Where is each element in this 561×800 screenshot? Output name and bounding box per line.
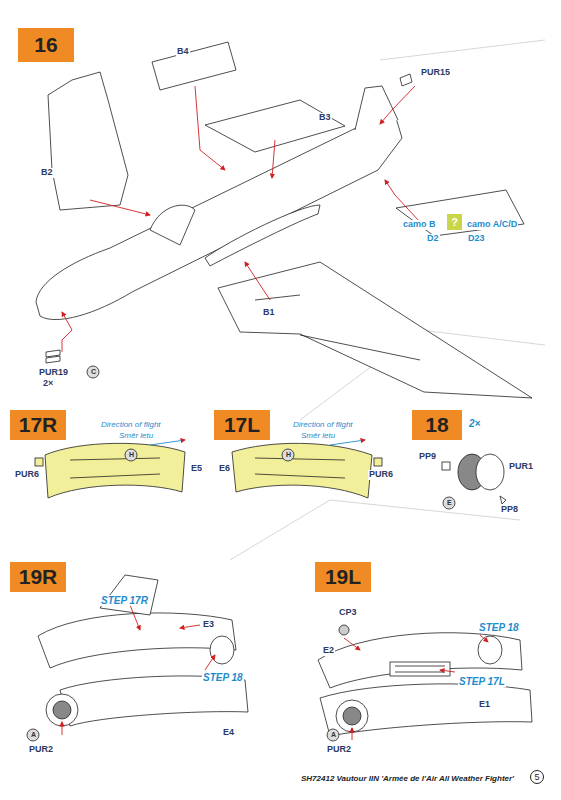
glue-letter: H — [285, 451, 292, 459]
part-number: PP8 — [500, 505, 519, 515]
step-number: 18 — [412, 410, 462, 440]
part-number: B2 — [40, 168, 54, 178]
part-number: PUR1 — [508, 462, 534, 472]
part-number: PUR2 — [326, 745, 352, 755]
page-number: 5 — [530, 770, 544, 784]
step-reference: STEP 18 — [202, 672, 244, 683]
part-number: PUR6 — [14, 470, 40, 480]
glue-letter: E — [446, 499, 453, 507]
part-number: E2 — [322, 646, 335, 656]
camo-note: D23 — [467, 234, 486, 244]
node-text: 16 — [34, 33, 57, 57]
glue-letter: H — [128, 451, 135, 459]
part-number: PP9 — [418, 452, 437, 462]
direction-note: Směr letu — [300, 432, 336, 441]
direction-note: Směr letu — [118, 432, 154, 441]
step-number: 17R — [10, 410, 66, 440]
step-reference: STEP 17L — [458, 676, 506, 687]
camo-note: D2 — [426, 234, 440, 244]
node-text: 5 — [534, 772, 539, 782]
part-number: B1 — [262, 308, 276, 318]
part-number: E3 — [202, 620, 215, 630]
part-number: E6 — [218, 464, 231, 474]
direction-note: Direction of flight — [292, 421, 354, 430]
camo-note: camo B — [402, 220, 437, 230]
part-number: 2× — [42, 379, 54, 389]
node-text: 19L — [325, 565, 361, 589]
part-number: PUR6 — [368, 470, 394, 480]
node-text: 17R — [19, 413, 58, 437]
part-number: E1 — [478, 700, 491, 710]
glue-letter: C — [90, 368, 97, 376]
node-text: 17L — [224, 413, 260, 437]
part-number: PUR2 — [28, 745, 54, 755]
part-number: E5 — [190, 464, 203, 474]
node-text: 18 — [425, 413, 448, 437]
part-number: B4 — [176, 47, 190, 57]
step-reference: STEP 18 — [478, 622, 520, 633]
camo-note: camo A/C/D — [466, 220, 518, 230]
footer-text: SH72412 Vautour IIN 'Armée de l'Air All … — [300, 775, 515, 784]
query-box: ? — [447, 214, 462, 230]
step-number: 19R — [10, 562, 66, 592]
part-number: B3 — [318, 113, 332, 123]
step-number: 17L — [214, 410, 270, 440]
glue-letter: A — [330, 731, 337, 739]
node-text: ? — [451, 216, 458, 228]
part-number: CP3 — [338, 608, 358, 618]
part-number: PUR19 — [38, 368, 69, 378]
part-number: E4 — [222, 728, 235, 738]
node-text: 19R — [19, 565, 58, 589]
step-number: 19L — [315, 562, 371, 592]
step-reference: 2× — [468, 418, 481, 429]
part-number: PUR15 — [420, 68, 451, 78]
step-reference: STEP 17R — [100, 595, 149, 606]
glue-letter: A — [30, 731, 37, 739]
direction-note: Direction of flight — [100, 421, 162, 430]
step-number: 16 — [18, 28, 74, 62]
